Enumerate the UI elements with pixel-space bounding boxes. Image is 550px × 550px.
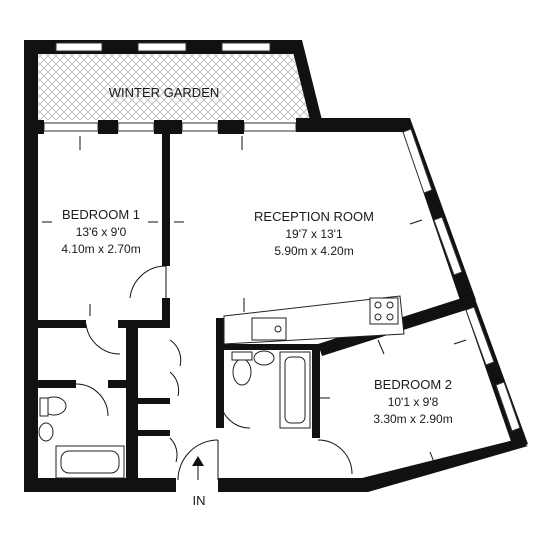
- bedroom1-metric: 4.10m x 2.70m: [61, 242, 140, 256]
- bedroom2-metric: 3.30m x 2.90m: [373, 412, 452, 426]
- entrance-arrow-icon: [192, 456, 204, 480]
- reception-imperial: 19'7 x 13'1: [285, 227, 343, 241]
- bedroom2-imperial: 10'1 x 9'8: [388, 395, 439, 409]
- entrance-label: IN: [193, 493, 206, 508]
- bedroom2-name: BEDROOM 2: [374, 377, 452, 392]
- dimension-arrows: [42, 136, 467, 463]
- garden-divider: [24, 118, 310, 134]
- reception-metric: 5.90m x 4.20m: [274, 244, 353, 258]
- bedroom1-name: BEDROOM 1: [62, 207, 140, 222]
- winter-garden-label: WINTER GARDEN: [109, 85, 220, 100]
- winter-garden-floor: [38, 52, 312, 120]
- internal-walls: [38, 132, 466, 480]
- reception-name: RECEPTION ROOM: [254, 209, 374, 224]
- bedroom1-imperial: 13'6 x 9'0: [76, 225, 127, 239]
- fixtures: [38, 295, 405, 479]
- doors: [75, 265, 353, 481]
